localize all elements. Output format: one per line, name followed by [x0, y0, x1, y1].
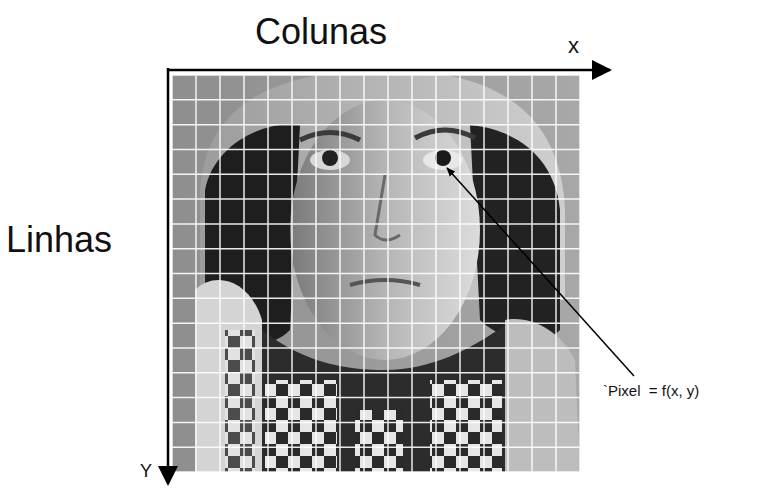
- axis-title: Linhas: [6, 220, 112, 260]
- axis-name: x: [568, 34, 579, 58]
- grid-line: [172, 198, 580, 200]
- grid-line: [172, 149, 580, 151]
- grid-line: [172, 347, 580, 349]
- grid-line: [172, 471, 580, 473]
- callout-label: `Pixel = f(x, y): [603, 383, 699, 400]
- axis-name: Y: [140, 462, 152, 482]
- grid-line: [172, 124, 580, 126]
- pixel-grid: [172, 75, 580, 472]
- grid-line: [172, 174, 580, 176]
- photo: [172, 75, 580, 472]
- grid-line: [172, 446, 580, 448]
- grid-line: [172, 397, 580, 399]
- grid-line: [172, 273, 580, 275]
- grid-line: [172, 298, 580, 300]
- x-axis: [168, 69, 610, 72]
- grid-line: [172, 422, 580, 424]
- y-axis: [167, 68, 170, 484]
- grid-line: [172, 372, 580, 374]
- axis-title: Colunas: [255, 12, 387, 52]
- grid-line: [172, 322, 580, 324]
- leader-line: [447, 168, 634, 376]
- grid-line: [172, 99, 580, 101]
- grid-line: [172, 74, 580, 76]
- grid-line: [172, 223, 580, 225]
